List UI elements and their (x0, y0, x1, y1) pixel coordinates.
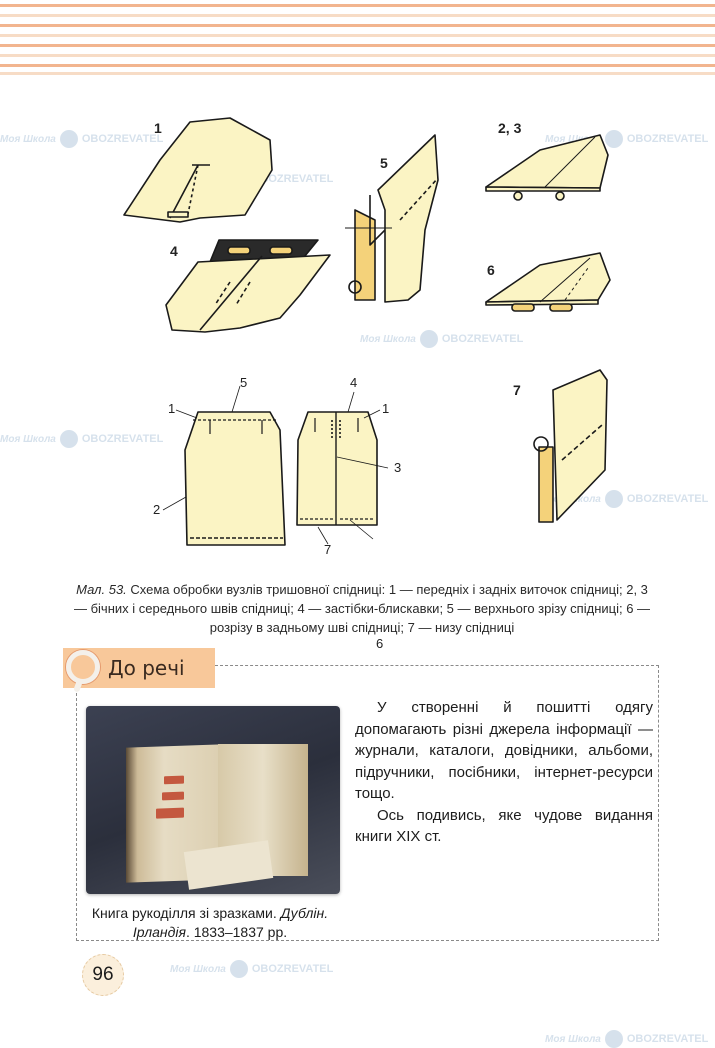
note-box-left-border (76, 688, 77, 941)
watermark-logo-icon (229, 960, 248, 978)
diagram-label-1: 1 (154, 120, 162, 136)
stripe (0, 54, 715, 57)
diagram-label-2-3: 2, 3 (498, 120, 522, 136)
stripe (0, 72, 715, 75)
callout-back-4: 4 (350, 375, 358, 390)
header-stripes (0, 0, 715, 80)
stripe (0, 44, 715, 47)
note-body: У створенні й пошитті одягу допомагають … (355, 697, 653, 848)
book-photo (86, 706, 340, 894)
caption-lead: Мал. 53. (76, 582, 127, 597)
diagram-label-4: 4 (170, 243, 178, 259)
page-number: 96 (82, 954, 124, 996)
figure-caption: Мал. 53. Схема обробки вузлів тришовної … (72, 580, 652, 637)
stripe (0, 34, 715, 37)
callout-front-2: 2 (153, 502, 161, 517)
callout-back-3: 3 (394, 460, 402, 475)
note-box-top-border (215, 665, 659, 666)
watermark-logo-icon (604, 1030, 623, 1048)
diagram-4-fabric (165, 254, 331, 333)
callout-back-1: 1 (382, 401, 390, 416)
back-skirt (296, 411, 378, 526)
diagram-5-fabric (377, 134, 439, 303)
diagram-label-5: 5 (380, 155, 388, 171)
diagram-label-6: 6 (487, 262, 495, 278)
magnifier-icon (66, 650, 100, 684)
caption-text: Схема обробки вузлів тришовної спідниці:… (73, 582, 651, 635)
stripe (0, 24, 715, 27)
callout-back-7: 7 (324, 542, 332, 557)
callout-front-5: 5 (240, 375, 248, 390)
sewing-diagram-illustration (123, 117, 611, 546)
stripe (0, 14, 715, 17)
diagram-7-fabric (552, 369, 608, 521)
callout-back-6: 6 (376, 636, 384, 651)
photo-caption: Книга рукоділля зі зразками. Дублін. Ірл… (91, 905, 329, 940)
note-box-border (76, 665, 659, 941)
stripe (0, 4, 715, 7)
front-skirt (184, 411, 286, 546)
diagram-label-7: 7 (513, 382, 521, 398)
callout-front-1: 1 (168, 401, 176, 416)
note-title: До речі (108, 656, 185, 680)
figure-53: 1 2, 3 4 5 6 7 5 1 2 4 1 3 6 7 (0, 100, 715, 651)
note-paragraph-1: У створенні й пошитті одягу допомагають … (355, 699, 653, 802)
diagram-1-dart (123, 117, 273, 223)
stripe (0, 64, 715, 67)
note-paragraph-2: Ось подивись, яке чудове видання книги X… (355, 806, 653, 846)
note-tab: До речі (63, 648, 215, 693)
